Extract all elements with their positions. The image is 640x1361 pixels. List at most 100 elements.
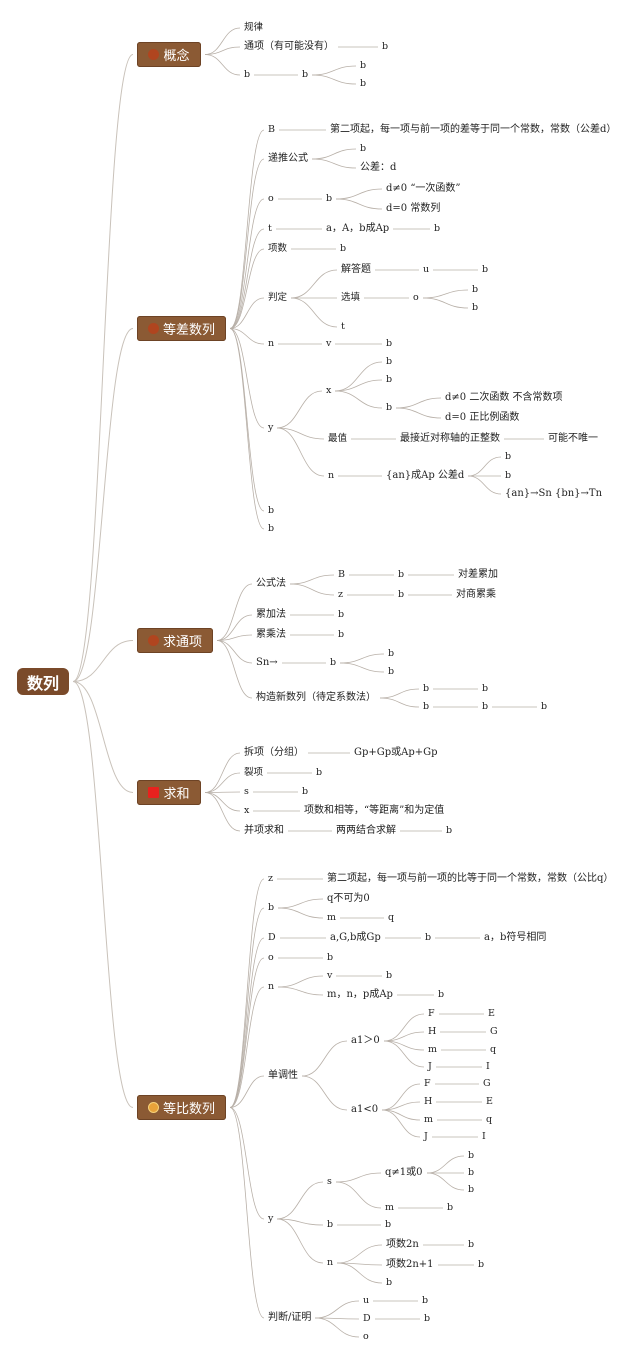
topic-d8a3b: d=0 正比例函数	[445, 412, 520, 423]
topic-g7b1: b	[385, 1219, 392, 1230]
topic-t1b1: b	[398, 589, 405, 600]
connector-42	[276, 427, 325, 440]
topic-g7c1a: b	[468, 1239, 475, 1250]
topic-g6b2r: E	[486, 1096, 493, 1107]
topic-d7b: b	[386, 338, 393, 349]
topic-t3: 累乘法	[256, 629, 286, 640]
topic-g6b4r: I	[482, 1131, 486, 1142]
topic-n2a: b	[382, 41, 389, 52]
connector-57	[216, 634, 253, 641]
topic-g1: z	[268, 873, 274, 884]
topic-g7c1: 项数2n	[386, 1239, 419, 1250]
connector-114	[381, 1101, 421, 1111]
topic-g7c: n	[327, 1257, 334, 1268]
topic-g1a: 第二项起，每一项与前一项的比等于同一个常数，常数（公比q）	[327, 873, 614, 884]
topic-t4a: b	[330, 657, 337, 668]
connector-140	[314, 1300, 360, 1319]
topic-n3a2: b	[360, 78, 367, 89]
topic-g7a1a: b	[468, 1150, 475, 1161]
topic-d10: b	[268, 523, 275, 534]
connector-103	[277, 975, 324, 988]
topic-s4a: 项数和相等，“等距离”和为定值	[304, 805, 445, 816]
connector-20	[229, 328, 265, 512]
topic-d8a1: b	[386, 356, 393, 367]
topic-s5: 并项求和	[244, 825, 284, 836]
connector-2	[72, 640, 134, 682]
topic-d7: n	[268, 338, 275, 349]
topic-g5b1: b	[438, 989, 445, 1000]
connector-80	[204, 792, 241, 832]
connector-111	[383, 1040, 425, 1051]
topic-t5b2: b	[541, 701, 548, 712]
topic-d6: 判定	[268, 292, 288, 303]
connector-109	[383, 1013, 425, 1042]
topic-d3: o	[268, 193, 274, 204]
topic-d6a1: u	[423, 264, 430, 275]
connector-47	[395, 397, 442, 409]
connector-41	[276, 390, 323, 429]
connector-56	[216, 614, 253, 641]
topic-d3a1: d≠0 “一次函数”	[386, 183, 461, 194]
topic-t5b: b	[423, 701, 430, 712]
topic-d8a2: b	[386, 374, 393, 385]
topic-d5a: b	[340, 243, 347, 254]
connector-108	[301, 1075, 348, 1111]
topic-d1a: 第二项起，每一项与前一项的差等于同一个常数，常数（公差d）	[330, 124, 617, 135]
topic-g8b: D	[363, 1313, 371, 1324]
topic-n3: b	[244, 69, 251, 80]
topic-g7a: s	[327, 1176, 332, 1187]
topic-g6b: a1<0	[351, 1104, 379, 1115]
topic-s1a: Gp+Gp或Ap+Gp	[354, 747, 438, 758]
topic-d8c1: {an}成Ap 公差d	[386, 470, 465, 481]
connector-23	[311, 148, 357, 160]
topic-t1a: B	[338, 569, 345, 580]
connector-26	[335, 188, 383, 200]
connector-130	[426, 1155, 465, 1174]
connector-88	[229, 907, 265, 1108]
connector-69	[339, 653, 385, 664]
topic-g7c3: b	[386, 1277, 393, 1288]
topic-g3: D	[268, 932, 276, 943]
topic-g8a: u	[363, 1295, 370, 1306]
topic-t4a2: b	[388, 666, 395, 677]
connector-77	[204, 772, 241, 793]
topic-s5a: 两两结合求解	[336, 825, 396, 836]
topic-g2: b	[268, 902, 275, 913]
topic-d6b3: b	[472, 302, 479, 313]
connector-46	[334, 390, 383, 409]
connector-43	[276, 427, 325, 477]
connector-14	[229, 198, 265, 329]
topic-d1: B	[268, 124, 275, 135]
connector-0	[72, 54, 134, 682]
connector-76	[204, 752, 241, 793]
topic-s4: x	[244, 805, 250, 816]
topic-g2b1: q	[388, 912, 395, 923]
topic-d8a3: b	[386, 402, 393, 413]
connector-79	[204, 792, 241, 812]
topic-s3a: b	[302, 786, 309, 797]
root-topic: 数列	[17, 668, 69, 695]
topic-t3a: b	[338, 629, 345, 640]
connector-31	[290, 269, 338, 299]
topic-g5: n	[268, 981, 275, 992]
topic-t1: 公式法	[256, 578, 286, 589]
connector-27	[335, 198, 383, 210]
topic-n3a1: b	[360, 60, 367, 71]
topic-t1b: z	[338, 589, 344, 600]
category-label: 求通项	[162, 635, 202, 650]
topic-g6: 单调性	[268, 1070, 298, 1081]
topic-g7: y	[268, 1213, 274, 1224]
topic-g8: 判断/证明	[268, 1312, 312, 1323]
connector-17	[229, 297, 265, 329]
connector-132	[426, 1172, 465, 1191]
topic-d3a: b	[326, 193, 333, 204]
topic-g4: o	[268, 952, 274, 963]
category-label: 等差数列	[162, 323, 215, 338]
bullet-icon	[147, 323, 159, 334]
topic-g8a1: b	[422, 1295, 429, 1306]
connector-19	[229, 328, 265, 429]
topic-g7b: b	[327, 1219, 334, 1230]
connector-16	[229, 248, 265, 329]
topic-g6b2: H	[424, 1096, 433, 1107]
connector-127	[276, 1218, 324, 1264]
